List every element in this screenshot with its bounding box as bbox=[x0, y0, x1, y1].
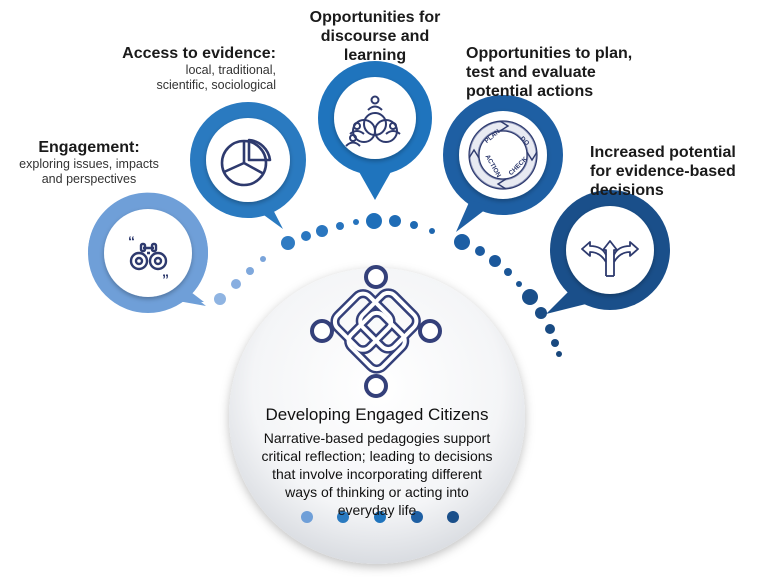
decisions-line-1: Increased potential bbox=[590, 144, 736, 161]
decisions-line-3: decisions bbox=[590, 182, 664, 199]
evidence-line-2: scientific, sociological bbox=[156, 78, 277, 92]
binoculars-icon bbox=[129, 242, 168, 271]
discourse-line-1: Opportunities for bbox=[309, 9, 441, 26]
engagement-line-1: exploring issues, impacts bbox=[19, 157, 159, 171]
center-circle bbox=[229, 268, 525, 564]
decision-arrows-icon bbox=[581, 240, 639, 277]
dotted-arc bbox=[214, 213, 562, 357]
celtic-knot-people-icon bbox=[310, 265, 442, 398]
cycle-do-label: DO bbox=[518, 135, 530, 147]
people-network-icon bbox=[345, 95, 401, 147]
quote-open-icon: “ bbox=[128, 233, 135, 249]
center-dots bbox=[301, 511, 459, 523]
bubble-plan bbox=[443, 95, 563, 232]
discourse-line-3: learning bbox=[343, 47, 407, 64]
label-discourse: Opportunities for discourse and learning bbox=[290, 8, 460, 65]
engagement-title: Engagement: bbox=[38, 139, 140, 156]
center-line-2: critical reflection; leading to decision… bbox=[261, 448, 493, 464]
plan-line-2: test and evaluate bbox=[466, 64, 596, 81]
evidence-line-1: local, traditional, bbox=[185, 63, 276, 77]
plan-line-3: potential actions bbox=[466, 83, 594, 100]
center-text-block: Developing Engaged Citizens Narrative-ba… bbox=[247, 405, 507, 519]
label-decisions: Increased potential for evidence-based d… bbox=[590, 143, 764, 200]
decisions-line-2: for evidence-based bbox=[590, 163, 736, 180]
center-line-3: that involve incorporating different bbox=[272, 466, 482, 482]
engagement-line-2: and perspectives bbox=[41, 172, 137, 186]
quote-close-icon: ” bbox=[162, 271, 169, 287]
label-plan: Opportunities to plan, test and evaluate… bbox=[466, 44, 666, 101]
center-line-5: everyday life bbox=[337, 502, 417, 518]
plan-do-check-act-icon bbox=[468, 120, 538, 190]
plan-line-1: Opportunities to plan, bbox=[466, 45, 633, 62]
center-line-1: Narrative-based pedagogies support bbox=[263, 430, 491, 446]
label-evidence: Access to evidence: local, traditional, … bbox=[96, 44, 276, 93]
pie-chart-icon bbox=[220, 138, 272, 187]
discourse-line-2: discourse and bbox=[320, 28, 430, 45]
center-line-4: ways of thinking or acting into bbox=[285, 484, 469, 500]
center-title: Developing Engaged Citizens bbox=[265, 405, 489, 424]
bubble-decisions bbox=[546, 190, 670, 314]
label-engagement: Engagement: exploring issues, impacts an… bbox=[4, 138, 174, 187]
evidence-title: Access to evidence: bbox=[122, 45, 276, 62]
